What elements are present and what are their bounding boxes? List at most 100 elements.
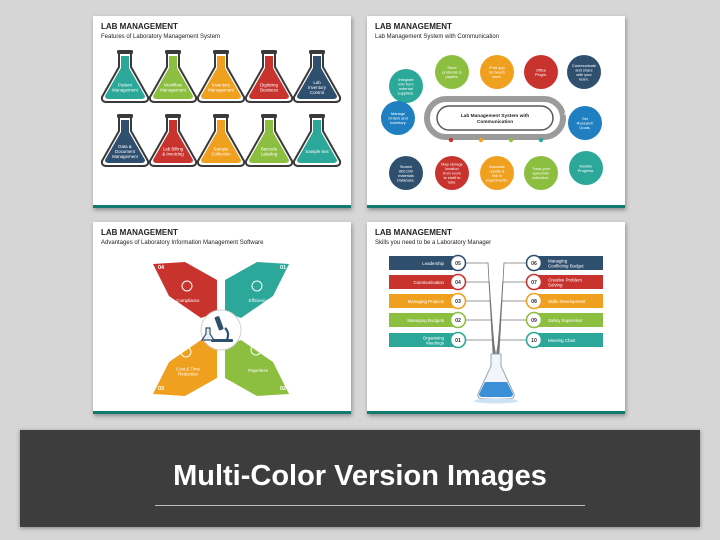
beaker-shadow	[474, 398, 518, 404]
comm-number: 02	[462, 87, 466, 91]
slide-subtitle: Skills you need to be a Laboratory Manag…	[375, 240, 492, 246]
skill-label: Safety Supervisor	[548, 318, 583, 323]
skill-bar	[533, 333, 603, 347]
comm-number: 01	[416, 101, 420, 105]
comm-circle	[569, 151, 603, 185]
flask-label: Lab Billing& Invoicing	[162, 146, 184, 156]
flask-rim	[213, 50, 229, 54]
skill-badge	[525, 331, 543, 349]
comm-circle	[435, 55, 469, 89]
skill-label: Leadership	[422, 261, 444, 266]
bottom-bar	[93, 205, 351, 208]
thumbnail-communication[interactable]: LAB MANAGEMENT Lab Management System wit…	[367, 16, 625, 208]
petal-icon	[251, 280, 263, 292]
skill-connector	[496, 319, 526, 355]
flask-label: Sample text	[305, 149, 329, 154]
skill-label: Meeting Chair	[548, 338, 576, 343]
skill-bar	[389, 275, 457, 289]
thumbnail-skills[interactable]: LAB MANAGEMENT Skills you need to be a L…	[367, 222, 625, 414]
skill-connector	[466, 262, 494, 355]
flask-item: Sample text	[292, 114, 342, 167]
slide-title: LAB MANAGEMENT	[375, 228, 452, 237]
comm-number: 12	[409, 129, 413, 133]
skill-number: 08	[531, 299, 537, 305]
flask-liquid	[297, 56, 337, 99]
connector-dot	[448, 137, 454, 143]
comm-number: 06	[564, 112, 568, 116]
slide-title: LAB MANAGEMENT	[101, 228, 178, 237]
comm-number: 09	[507, 152, 511, 156]
slide-title: LAB MANAGEMENT	[375, 22, 452, 31]
skill-number: 02	[455, 318, 461, 324]
skill-bar	[389, 333, 457, 347]
slide-subtitle: Lab Management System with Communication	[375, 34, 500, 40]
microscope-icon	[200, 316, 233, 342]
skill-badge	[525, 292, 543, 310]
flask-liquid	[249, 56, 289, 99]
flask-liquid	[297, 120, 337, 163]
petal-number: 01	[280, 265, 286, 271]
skill-label: Skills Development	[548, 299, 586, 304]
skill-number: 04	[455, 280, 461, 286]
connector-dot	[508, 137, 514, 143]
thumbnail-advantages[interactable]: LAB MANAGEMENT Advantages of Laboratory …	[93, 222, 351, 414]
petal-icon	[180, 346, 192, 358]
skill-bar	[533, 294, 603, 308]
flask-rim	[117, 114, 133, 118]
flask-rim	[165, 50, 181, 54]
flask-item: Lab Billing& Invoicing	[148, 114, 198, 167]
flask-liquid	[201, 56, 241, 99]
skill-badge	[449, 292, 467, 310]
skill-number: 10	[531, 338, 537, 344]
comm-number: 05	[594, 87, 598, 91]
thumbnail-features[interactable]: LAB MANAGEMENT Features of Laboratory Ma…	[93, 16, 351, 208]
comm-number: 11	[416, 152, 420, 156]
slide-subtitle: Features of Laboratory Management System	[101, 34, 221, 40]
comm-number: 10	[462, 152, 466, 156]
comm-circle	[480, 55, 514, 89]
comm-circle	[567, 55, 601, 89]
skill-connector	[466, 300, 495, 355]
skill-badge	[449, 311, 467, 329]
petal-shape	[225, 340, 289, 396]
comm-circle	[389, 69, 423, 103]
skill-badge	[525, 254, 543, 272]
skill-bar	[533, 313, 603, 327]
skill-badge	[449, 254, 467, 272]
skill-connector	[498, 262, 526, 355]
skill-number: 05	[455, 261, 461, 267]
skill-number: 06	[531, 261, 537, 267]
skill-label: Managing Projects	[408, 299, 445, 304]
flask-liquid	[153, 56, 193, 99]
petal-label: Paperless	[248, 368, 268, 373]
comm-number: 08	[551, 152, 555, 156]
skill-badge	[525, 273, 543, 291]
skill-bar	[389, 256, 457, 270]
petal-number: 04	[158, 265, 165, 271]
flask-liquid	[105, 120, 145, 163]
